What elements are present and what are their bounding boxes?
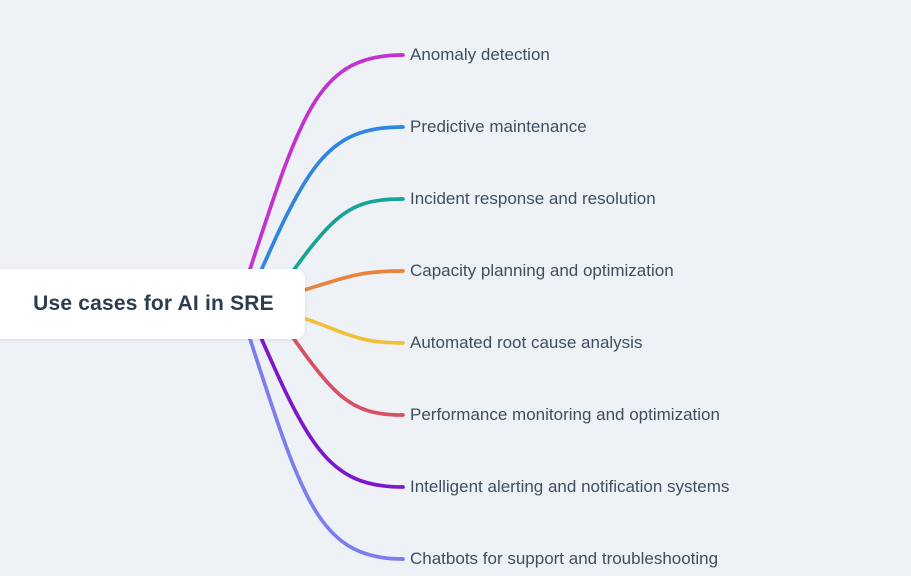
branch-curve-chatbots xyxy=(228,276,405,561)
branch-label-predictive-maintenance[interactable]: Predictive maintenance xyxy=(410,117,587,136)
branch-label-performance-monitoring[interactable]: Performance monitoring and optimization xyxy=(410,405,720,424)
branch-label-anomaly-detection[interactable]: Anomaly detection xyxy=(410,45,550,64)
root-node-label: Use cases for AI in SRE xyxy=(33,292,274,315)
branch-label-chatbots[interactable]: Chatbots for support and troubleshooting xyxy=(410,549,719,568)
branch-label-intelligent-alerting[interactable]: Intelligent alerting and notification sy… xyxy=(410,477,730,496)
root-node[interactable]: Use cases for AI in SRE xyxy=(0,269,305,339)
branch-label-capacity-planning[interactable]: Capacity planning and optimization xyxy=(410,261,674,280)
branch-label-incident-response[interactable]: Incident response and resolution xyxy=(410,189,656,208)
branch-curve-anomaly-detection xyxy=(228,53,405,332)
branch-label-root-cause-analysis[interactable]: Automated root cause analysis xyxy=(410,333,643,352)
